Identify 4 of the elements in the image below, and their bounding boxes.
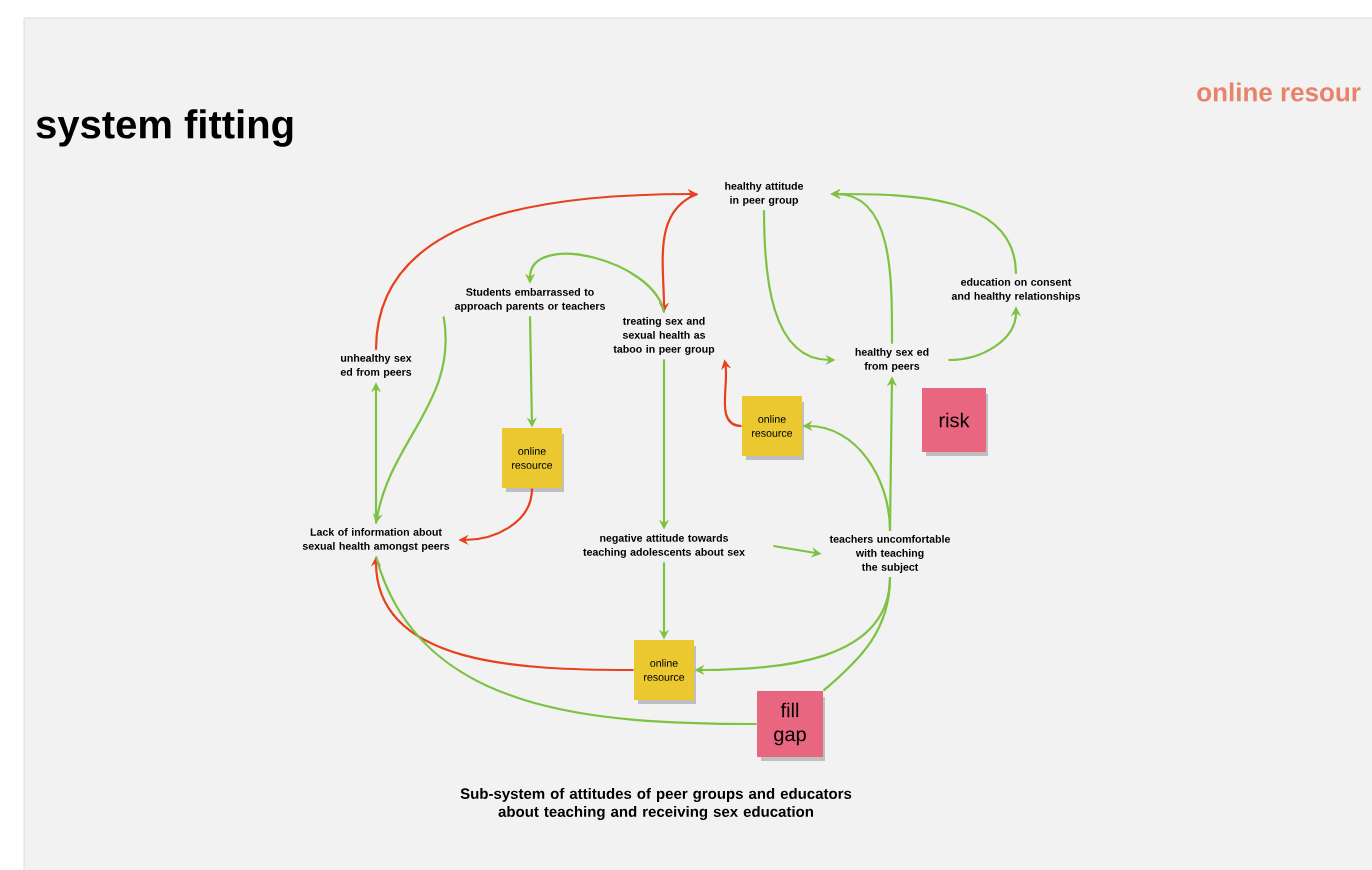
title: system fitting: [36, 109, 293, 147]
heading: online resour: [1197, 82, 1361, 102]
sticky-note: fill gap: [757, 691, 825, 761]
sticky-note: risk: [922, 388, 988, 456]
